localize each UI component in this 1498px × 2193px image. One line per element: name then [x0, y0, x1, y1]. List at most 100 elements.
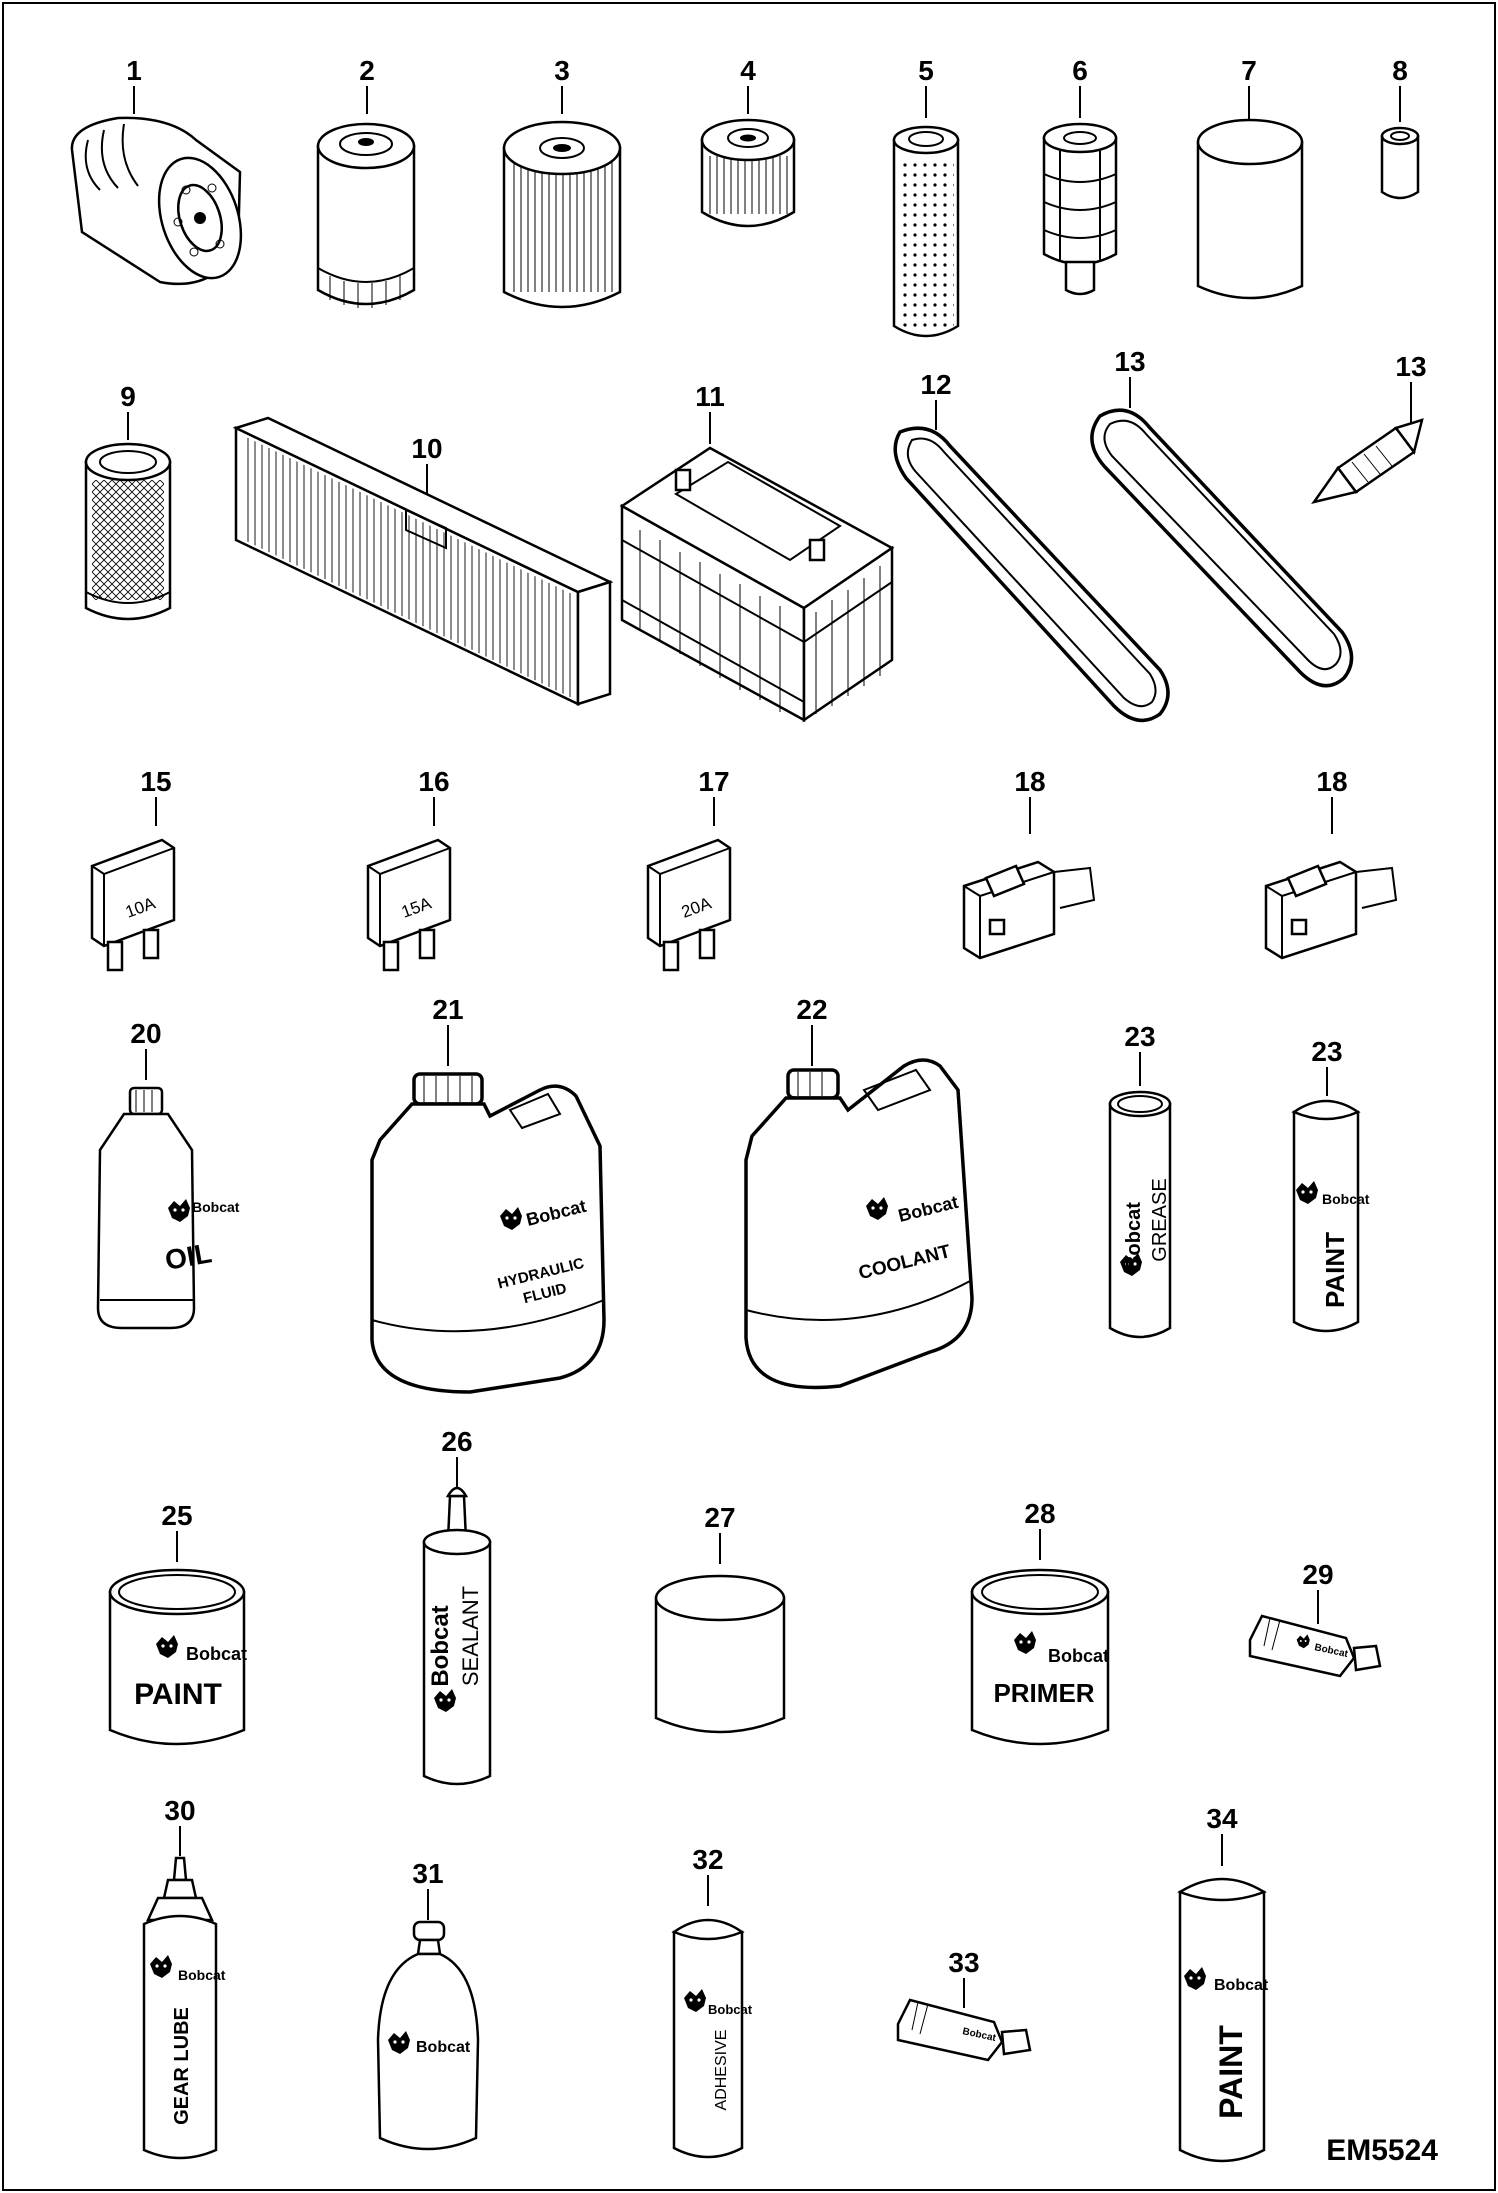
bulb-13	[1311, 418, 1424, 504]
callout-12: 12	[920, 369, 952, 430]
svg-text:23: 23	[1124, 1021, 1155, 1052]
callout-13a: 13	[1114, 346, 1146, 408]
callout-29: 29	[1302, 1559, 1334, 1624]
svg-text:SEALANT: SEALANT	[458, 1586, 483, 1686]
callout-32: 32	[692, 1844, 724, 1906]
callout-28: 28	[1024, 1498, 1056, 1560]
coolant-jug-22: Bobcat COOLANT	[744, 1058, 974, 1390]
spray-can-34: Bobcat PAINT	[1177, 1877, 1269, 2163]
callout-2: 2	[359, 55, 375, 114]
callout-23a: 23	[1124, 1021, 1156, 1086]
callout-18a: 18	[1014, 766, 1046, 834]
svg-text:17: 17	[698, 766, 729, 797]
callout-1: 1	[126, 55, 142, 114]
callout-23b: 23	[1311, 1036, 1343, 1096]
small-filter-8	[1380, 126, 1420, 200]
svg-text:Bobcat: Bobcat	[192, 1199, 240, 1215]
callout-20: 20	[130, 1018, 162, 1080]
svg-text:Bobcat: Bobcat	[416, 2039, 471, 2056]
svg-text:12: 12	[920, 369, 951, 400]
svg-text:8: 8	[1392, 55, 1408, 86]
callout-26: 26	[441, 1426, 473, 1490]
strainer-6	[1042, 122, 1118, 296]
svg-text:13: 13	[1395, 351, 1426, 382]
svg-text:26: 26	[441, 1426, 472, 1457]
svg-text:7: 7	[1241, 55, 1257, 86]
callout-16: 16	[418, 766, 450, 826]
callout-21: 21	[432, 994, 464, 1066]
svg-text:5: 5	[918, 55, 934, 86]
battery-11	[619, 446, 895, 723]
svg-text:34: 34	[1206, 1803, 1238, 1834]
svg-text:16: 16	[418, 766, 449, 797]
svg-text:31: 31	[412, 1858, 443, 1889]
oil-filter-1	[70, 116, 243, 286]
svg-text:33: 33	[948, 1947, 979, 1978]
grease-tube-23: Bobcat GREASE	[1108, 1090, 1172, 1339]
can-27	[654, 1574, 786, 1734]
svg-text:15: 15	[140, 766, 171, 797]
fuse-17: 20A	[646, 838, 732, 972]
belt-13	[1090, 408, 1354, 688]
filter-element-3	[502, 120, 622, 309]
callout-27: 27	[704, 1502, 736, 1564]
svg-text:3: 3	[554, 55, 570, 86]
cartridge-filter-5	[892, 125, 960, 338]
callout-18b: 18	[1316, 766, 1348, 834]
svg-text:OIL: OIL	[163, 1237, 214, 1276]
svg-text:28: 28	[1024, 1498, 1055, 1529]
svg-text:1: 1	[126, 55, 142, 86]
svg-text:20: 20	[130, 1018, 161, 1049]
primer-can-28: Bobcat PRIMER	[970, 1568, 1110, 1746]
svg-text:23: 23	[1311, 1036, 1342, 1067]
callout-33: 33	[948, 1947, 980, 2008]
gear-lube-bottle-30: Bobcat GEAR LUBE	[142, 1856, 226, 2160]
inner-air-filter-9	[84, 442, 172, 621]
belt-12	[893, 426, 1170, 723]
callout-8: 8	[1392, 55, 1408, 122]
svg-text:PAINT: PAINT	[1320, 1232, 1350, 1308]
callout-6: 6	[1072, 55, 1088, 118]
svg-text:22: 22	[796, 994, 827, 1025]
svg-text:25: 25	[161, 1500, 192, 1531]
svg-text:2: 2	[359, 55, 375, 86]
filter-element-4	[700, 118, 796, 228]
svg-text:Bobcat: Bobcat	[427, 1605, 454, 1686]
svg-text:Bobcat: Bobcat	[1123, 1202, 1145, 1270]
callout-30: 30	[164, 1795, 196, 1856]
callout-17: 17	[698, 766, 730, 826]
callout-13b: 13	[1395, 351, 1427, 424]
svg-text:27: 27	[704, 1502, 735, 1533]
svg-text:10: 10	[411, 433, 442, 464]
svg-text:Bobcat: Bobcat	[186, 1644, 247, 1664]
svg-text:Bobcat: Bobcat	[178, 1967, 226, 1983]
svg-text:Bobcat: Bobcat	[708, 2002, 753, 2017]
callout-3: 3	[554, 55, 570, 114]
callout-31: 31	[412, 1858, 444, 1920]
fuse-16: 15A	[366, 838, 452, 972]
cab-filter-10	[232, 416, 614, 706]
callout-10: 10	[411, 433, 443, 500]
relay-connector-18a	[962, 860, 1096, 960]
callout-9: 9	[120, 381, 136, 440]
callout-25: 25	[161, 1500, 193, 1562]
callout-34: 34	[1206, 1803, 1238, 1866]
svg-text:30: 30	[164, 1795, 195, 1826]
svg-text:21: 21	[432, 994, 463, 1025]
spray-can-23: Bobcat PAINT	[1291, 1099, 1370, 1333]
svg-text:9: 9	[120, 381, 136, 412]
sealant-tube-26: Bobcat SEALANT	[422, 1486, 492, 1786]
callout-7: 7	[1241, 55, 1257, 120]
bottle-31: Bobcat	[376, 1920, 480, 2151]
svg-text:ADHESIVE: ADHESIVE	[713, 2030, 730, 2111]
svg-text:11: 11	[695, 381, 725, 412]
fuse-15: 10A	[90, 838, 176, 972]
oil-bottle-20: Bobcat OIL	[96, 1086, 240, 1330]
svg-text:13: 13	[1114, 346, 1145, 377]
air-filter-7	[1196, 118, 1304, 300]
tube-29: Bobcat	[1248, 1614, 1382, 1678]
drawing-code: EM5524	[1326, 2134, 1438, 2167]
svg-text:32: 32	[692, 1844, 723, 1875]
